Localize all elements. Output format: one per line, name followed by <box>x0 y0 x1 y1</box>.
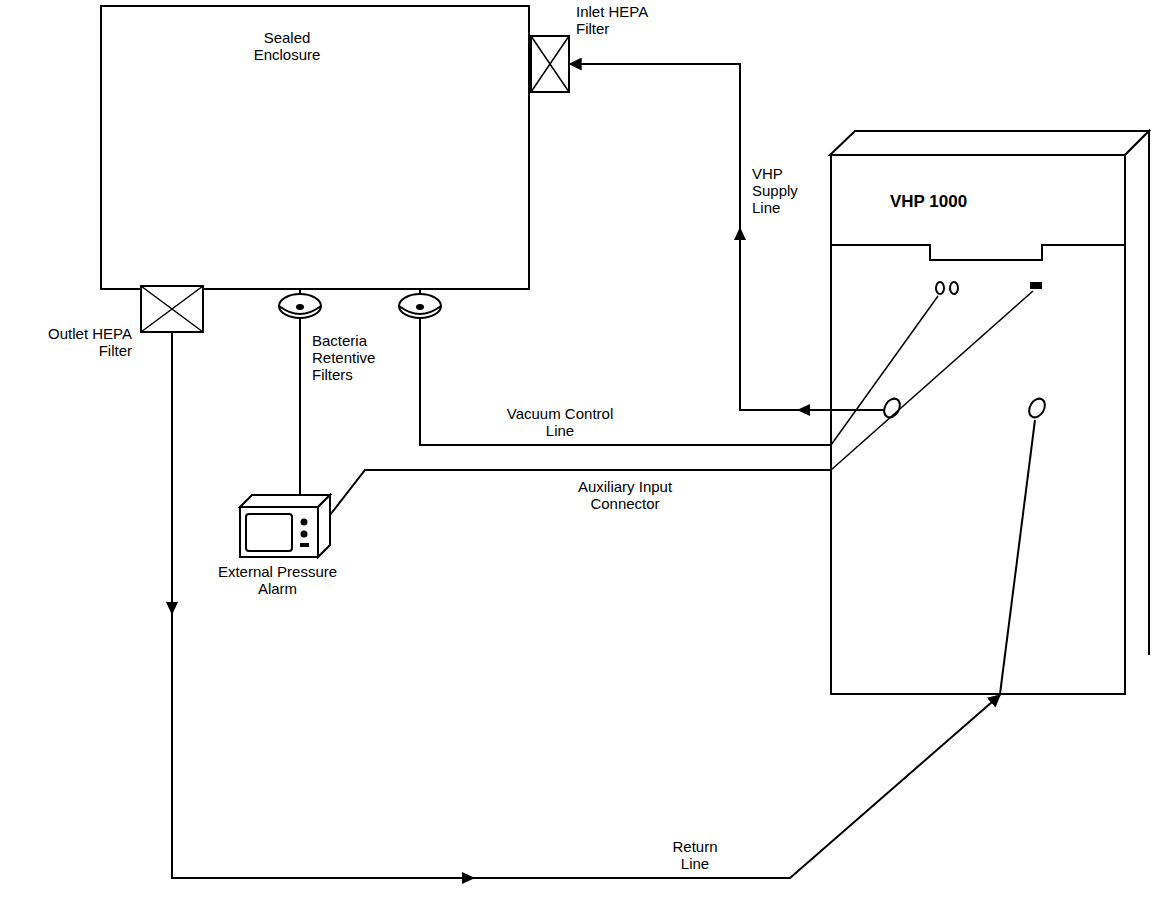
unit-top <box>830 131 1149 155</box>
hose-line <box>570 64 830 410</box>
alarm-switch <box>300 543 309 547</box>
hose-stub <box>831 291 1033 470</box>
filter-port <box>416 304 424 310</box>
control-port <box>936 282 944 294</box>
pressure-alarm: External Pressure Alarm <box>240 495 330 557</box>
alarm-knob <box>301 519 308 526</box>
line-label: Auxiliary Input Connector <box>560 478 690 512</box>
alarm-screen <box>246 514 292 551</box>
node-label: Inlet HEPA Filter <box>576 3 666 37</box>
filter-disc <box>399 294 441 318</box>
line-label: Vacuum Control Line <box>505 405 615 439</box>
filter-housing <box>531 36 569 92</box>
hose-line <box>330 470 830 515</box>
vhp-unit: VHP 1000 <box>830 130 1150 695</box>
hose-line <box>299 290 301 495</box>
flow-arrow <box>166 602 178 615</box>
node-label: VHP 1000 <box>890 192 1070 212</box>
alarm-top <box>240 495 330 507</box>
flow-arrow <box>734 227 746 240</box>
filter-disc <box>279 294 321 318</box>
hose-line <box>420 290 830 445</box>
flow-arrow <box>462 872 475 884</box>
flow-arrow <box>797 404 810 416</box>
hepa-filter: Inlet HEPA Filter <box>530 35 570 93</box>
hepa-filter: Outlet HEPA Filter <box>140 285 204 333</box>
node-label: External Pressure Alarm <box>205 563 350 597</box>
alarm-knob <box>301 531 308 538</box>
alarm-front <box>240 507 318 557</box>
unit-outline <box>830 130 1150 695</box>
alarm-side <box>318 495 330 557</box>
bacteria-filter <box>279 294 321 318</box>
return-port <box>1026 396 1048 420</box>
filter-port <box>296 304 304 310</box>
enclosure-box: Sealed Enclosure <box>100 5 530 290</box>
unit-side <box>1125 131 1149 655</box>
node-label: Sealed Enclosure <box>232 29 342 63</box>
filter-outline <box>140 285 204 333</box>
node-label: Outlet HEPA Filter <box>32 325 132 359</box>
unit-panel-edge <box>831 245 1125 260</box>
filter-outline <box>530 35 570 93</box>
filter-cross <box>531 36 569 92</box>
part-label: Bacteria Retentive Filters <box>312 332 407 383</box>
hose-stub <box>1000 420 1035 694</box>
control-port <box>950 282 958 294</box>
alarm-outline <box>240 495 330 557</box>
line-label: Return Line <box>660 838 730 872</box>
filter-cross <box>141 286 203 332</box>
aux-port <box>1030 282 1042 289</box>
unit-front <box>831 155 1125 694</box>
filter-housing <box>141 286 203 332</box>
bacteria-filter <box>399 294 441 318</box>
line-label: VHP Supply Line <box>752 165 812 216</box>
